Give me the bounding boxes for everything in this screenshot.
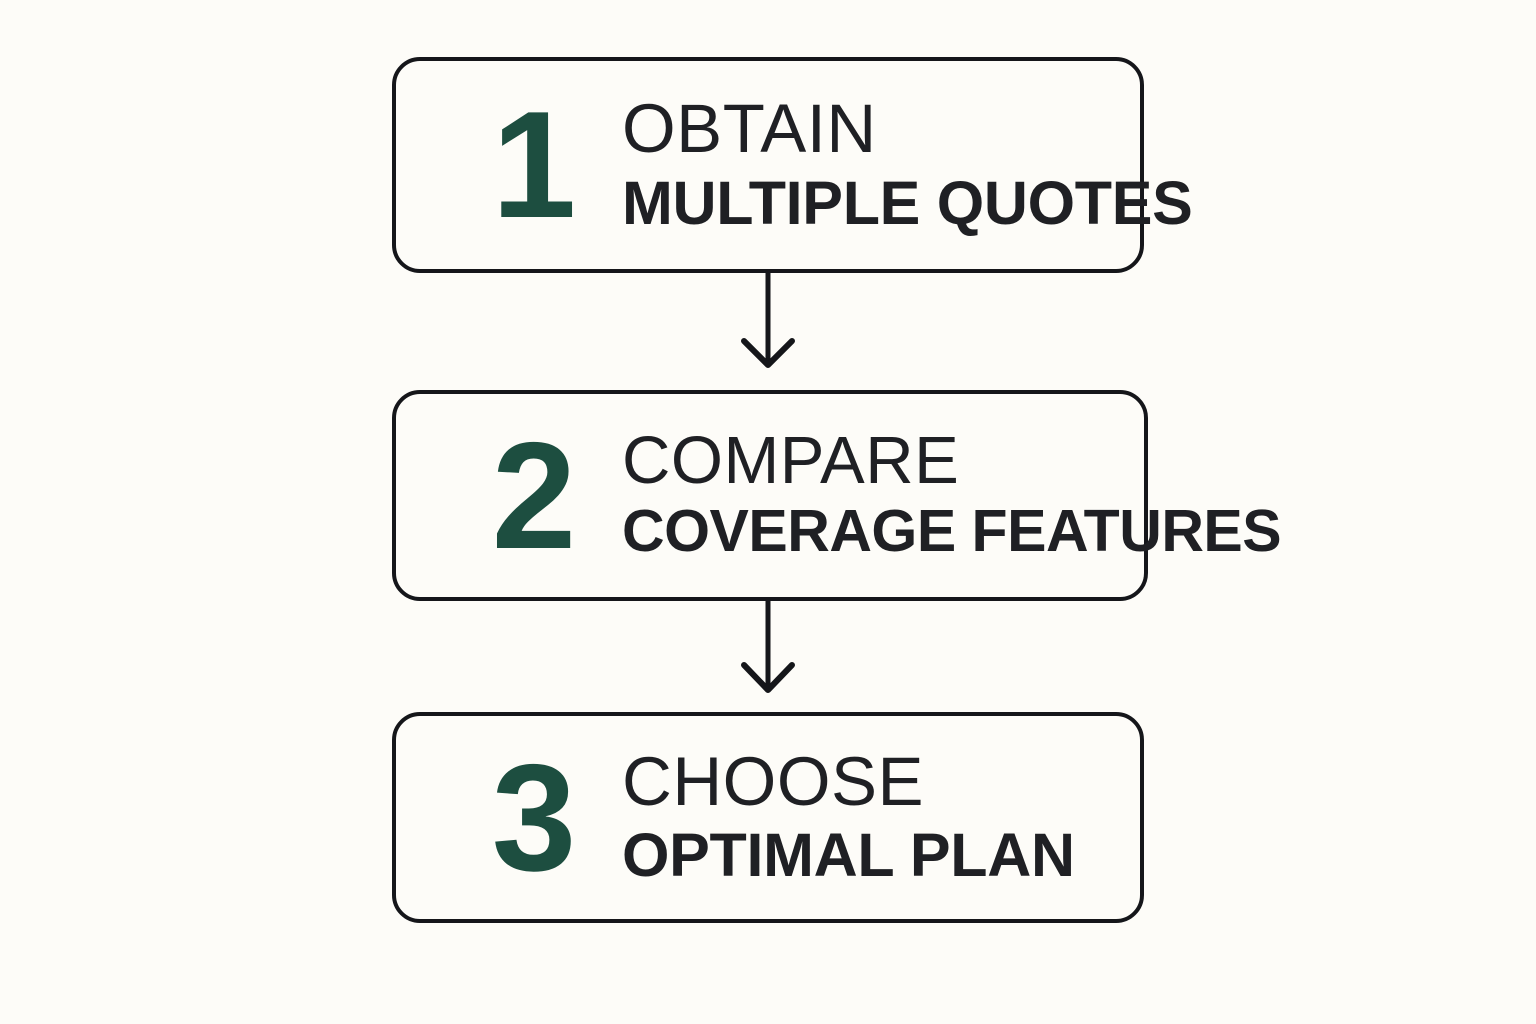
step-card-2[interactable]: 2 COMPARE COVERAGE FEATURES <box>392 390 1282 601</box>
arrow-step1-to-step2 <box>741 273 795 368</box>
step-subtitle-2: COVERAGE FEATURES <box>622 498 1282 565</box>
step-subtitle-3: OPTIMAL PLAN <box>622 821 1075 890</box>
step-number-3: 3 <box>491 732 577 903</box>
step-text-3: CHOOSE OPTIMAL PLAN <box>622 742 1140 890</box>
step-title-1: OBTAIN <box>622 90 877 168</box>
step-title-2: COMPARE <box>622 422 960 498</box>
arrow-step2-to-step3 <box>741 601 795 693</box>
step-text-2: COMPARE COVERAGE FEATURES <box>622 422 1282 565</box>
step-number-2: 2 <box>491 410 577 581</box>
step-card-1[interactable]: 1 OBTAIN MULTIPLE QUOTES <box>392 57 1193 273</box>
step-text-1: OBTAIN MULTIPLE QUOTES <box>622 90 1193 237</box>
step-title-3: CHOOSE <box>622 742 925 820</box>
step-card-3[interactable]: 3 CHOOSE OPTIMAL PLAN <box>392 712 1144 923</box>
step-number-1: 1 <box>491 80 577 250</box>
step-subtitle-1: MULTIPLE QUOTES <box>622 168 1193 237</box>
